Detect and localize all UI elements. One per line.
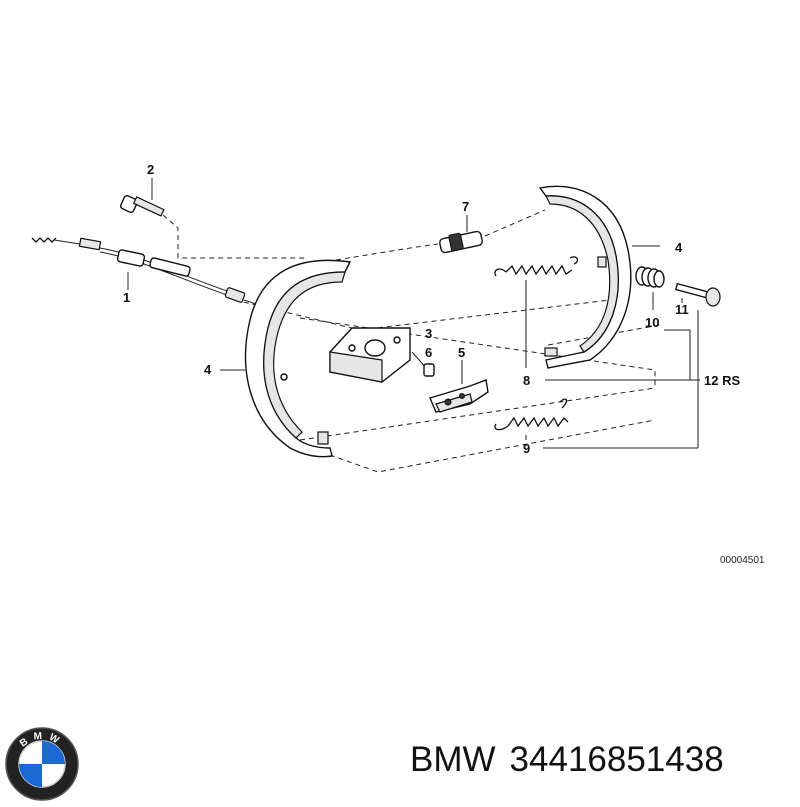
part-3-bracket <box>329 327 411 383</box>
part-4-right-brake-shoe <box>538 185 632 369</box>
callout-12-rs: 12 RS <box>704 373 741 388</box>
callout-3: 3 <box>425 326 433 341</box>
part-number: 34416851438 <box>509 740 724 779</box>
part-number-line: BMW 34416851438 <box>410 740 724 780</box>
part-4-left-brake-shoe <box>244 259 352 458</box>
callout-9: 9 <box>523 441 531 456</box>
callout-5: 5 <box>458 345 466 360</box>
part-9-lower-spring <box>494 398 569 431</box>
callout-8: 8 <box>523 373 531 388</box>
part-2-bolt <box>119 194 165 217</box>
callout-7: 7 <box>462 199 470 214</box>
bmw-logo: BMW <box>4 726 80 802</box>
callout-1: 1 <box>123 290 131 305</box>
bmw-roundel-icon: BMW <box>5 727 79 801</box>
part-6-sleeve <box>423 363 435 377</box>
callout-2: 2 <box>147 162 155 177</box>
callout-11: 11 <box>675 302 689 317</box>
callout-4-right: 4 <box>675 240 683 255</box>
part-11-pin <box>674 282 721 307</box>
part-5-lever <box>429 379 489 413</box>
diagram-reference-code: 00004501 <box>720 555 765 566</box>
part-1-handbrake-cable <box>31 237 257 305</box>
callout-6: 6 <box>425 345 433 360</box>
part-10-retainer-spring <box>635 266 665 288</box>
part-8-upper-spring <box>494 256 579 277</box>
callout-4-left: 4 <box>204 362 212 377</box>
assembly-dashed-lines <box>162 209 661 473</box>
part-7-adjuster <box>439 230 483 254</box>
brand-name: BMW <box>410 740 496 779</box>
callout-10: 10 <box>645 315 660 330</box>
